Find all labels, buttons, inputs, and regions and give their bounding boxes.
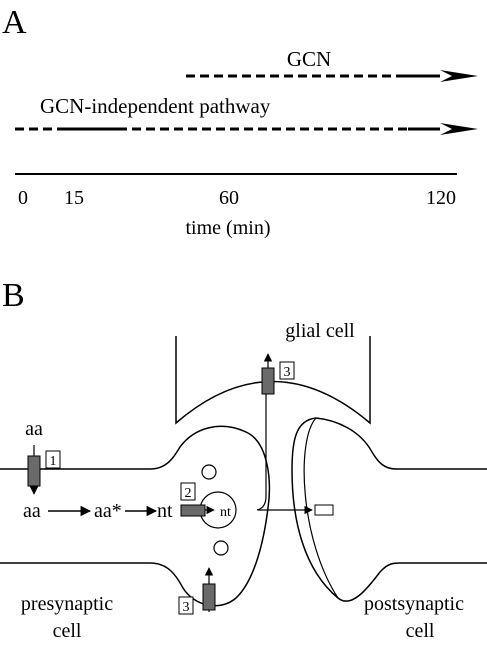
aa-extracellular-label: aa: [25, 418, 43, 440]
step-2-number: 2: [185, 486, 192, 501]
transporter-3-reuptake: [202, 583, 216, 611]
panel-a: A GCN GCN-independent pathway 0 15 60 12…: [2, 4, 478, 239]
gcn-label: GCN: [287, 47, 331, 71]
release-pathway: [256, 392, 267, 511]
tick-120: 120: [426, 187, 456, 209]
step-1-box: [45, 450, 61, 469]
transporter-2: [180, 504, 206, 517]
panel-b-label: B: [2, 277, 25, 314]
vesicle-small-bottom: [213, 540, 229, 556]
tick-0: 0: [18, 187, 28, 209]
presynaptic-label-line1: presynaptic: [21, 593, 113, 615]
panel-a-label: A: [2, 4, 27, 41]
step-2-box: [180, 482, 196, 501]
gcn-independent-label: GCN-independent pathway: [40, 94, 271, 118]
step-3-reuptake-number: 3: [183, 600, 190, 615]
presynaptic-membrane: [0, 425, 271, 607]
aa-label: aa: [23, 500, 41, 522]
gcn-independent-arrow: [15, 123, 478, 135]
vesicle-nt-label: nt: [220, 505, 231, 520]
panel-b: B glial cell nt aa 1 aa aa* nt 2: [0, 277, 487, 642]
step-3-reuptake-box: [178, 596, 194, 615]
postsynaptic-membrane: [291, 417, 487, 602]
presynaptic-label-line2: cell: [53, 620, 82, 642]
vesicle-small-top: [201, 464, 217, 480]
gcn-arrow: [186, 70, 478, 82]
transporter-1: [27, 455, 41, 487]
step-3-glial-box: [279, 361, 295, 380]
step-1-number: 1: [50, 454, 57, 469]
postsynaptic-label-line1: postsynaptic: [364, 593, 464, 615]
postsynaptic-receptor: [314, 504, 334, 516]
aa-star-label: aa*: [94, 500, 122, 522]
transporter-3-glial: [261, 367, 275, 395]
glial-cell-label: glial cell: [285, 320, 355, 342]
postsynaptic-label-line2: cell: [406, 620, 435, 642]
tick-60: 60: [219, 187, 239, 209]
postsynaptic-inner-curve: [303, 417, 339, 599]
axis-label: time (min): [186, 217, 271, 239]
step-3-glial-number: 3: [284, 365, 291, 380]
tick-15: 15: [64, 187, 84, 209]
nt-label: nt: [157, 500, 173, 522]
